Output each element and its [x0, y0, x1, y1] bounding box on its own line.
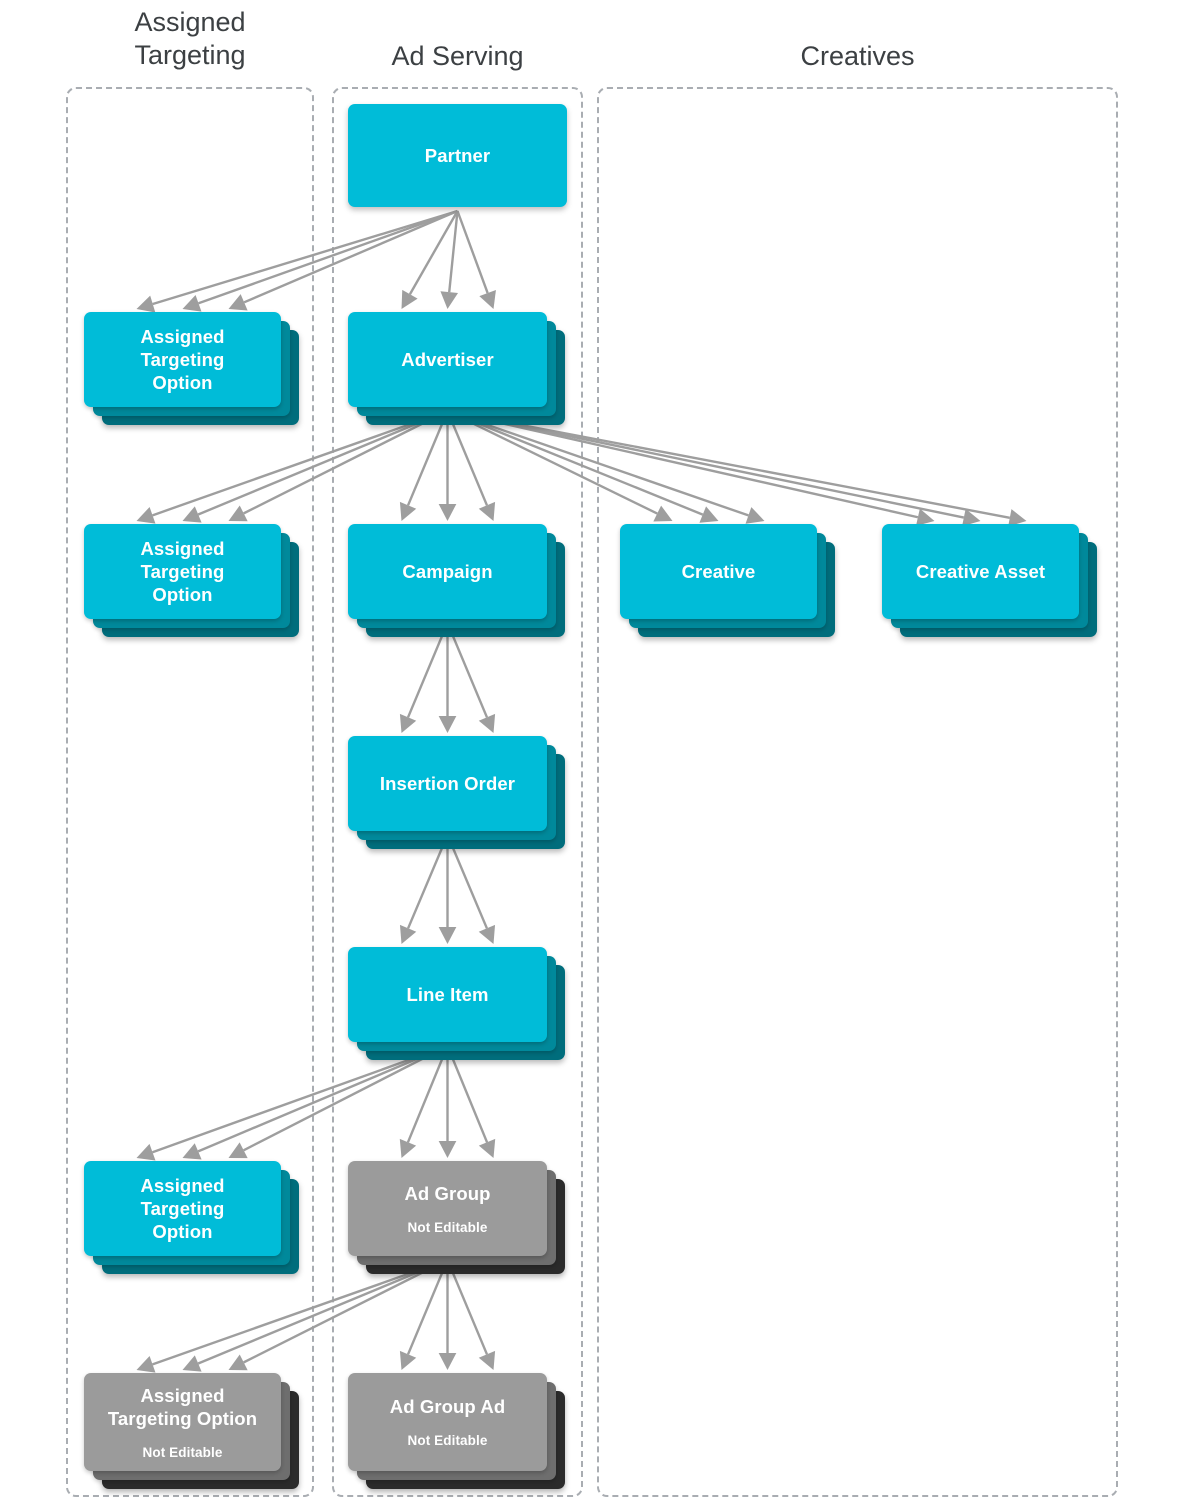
- column-header-creatives: Creatives: [800, 41, 915, 71]
- group-ad-serving: [332, 87, 583, 1497]
- node-creative-asset[interactable]: Creative Asset: [882, 524, 1097, 637]
- card-face-ad-group-ad[interactable]: Ad Group Ad Not Editable: [348, 1373, 547, 1471]
- column-header-assigned-targeting: Assigned Targeting: [134, 7, 246, 70]
- card-face-ato-line-item[interactable]: Assigned Targeting Option: [84, 1161, 281, 1256]
- node-insertion-order[interactable]: Insertion Order: [348, 736, 565, 849]
- node-badge-not-editable-ad-group: Not Editable: [407, 1219, 488, 1235]
- node-label-ad-group: Ad Group: [404, 1182, 491, 1204]
- node-label-insertion-order: Insertion Order: [379, 773, 516, 794]
- node-badge-not-editable-ad-group-ad: Not Editable: [407, 1433, 488, 1448]
- node-label-creative: Creative: [681, 561, 756, 582]
- card-face-partner[interactable]: Partner: [348, 104, 567, 207]
- card-face-line-item[interactable]: Line Item: [348, 947, 547, 1042]
- card-face-campaign[interactable]: Campaign: [348, 524, 547, 619]
- node-ato-partner[interactable]: Assigned Targeting Option: [84, 312, 299, 425]
- node-advertiser[interactable]: Advertiser: [348, 312, 565, 425]
- node-label-advertiser: Advertiser: [401, 349, 494, 370]
- node-label-line-item: Line Item: [406, 984, 489, 1005]
- node-label-campaign: Campaign: [402, 561, 493, 582]
- node-badge-not-editable-ato-ad-group: Not Editable: [142, 1444, 223, 1460]
- card-face-creative[interactable]: Creative: [620, 524, 817, 619]
- node-label-partner: Partner: [424, 145, 491, 166]
- card-face-insertion-order[interactable]: Insertion Order: [348, 736, 547, 831]
- node-label-creative-asset: Creative Asset: [915, 561, 1046, 582]
- node-label-ato-line-item: Assigned Targeting Option: [140, 1175, 225, 1242]
- card-face-advertiser[interactable]: Advertiser: [348, 312, 547, 407]
- node-ato-line-item[interactable]: Assigned Targeting Option: [84, 1161, 299, 1274]
- node-ato-advertiser[interactable]: Assigned Targeting Option: [84, 524, 299, 637]
- card-face-ato-partner[interactable]: Assigned Targeting Option: [84, 312, 281, 407]
- node-line-item[interactable]: Line Item: [348, 947, 565, 1060]
- node-label-ad-group-ad: Ad Group Ad: [389, 1396, 506, 1417]
- group-assigned-targeting: [66, 87, 314, 1497]
- node-creative[interactable]: Creative: [620, 524, 835, 637]
- group-creatives: [597, 87, 1118, 1497]
- node-label-ato-ad-group: Assigned Targeting Option: [107, 1384, 258, 1429]
- card-face-creative-asset[interactable]: Creative Asset: [882, 524, 1079, 619]
- node-partner[interactable]: Partner: [348, 104, 567, 207]
- node-label-ato-advertiser: Assigned Targeting Option: [140, 538, 225, 605]
- node-label-ato-partner: Assigned Targeting Option: [140, 326, 225, 393]
- node-campaign[interactable]: Campaign: [348, 524, 565, 637]
- card-face-ato-advertiser[interactable]: Assigned Targeting Option: [84, 524, 281, 619]
- column-header-ad-serving: Ad Serving: [391, 41, 524, 71]
- node-ad-group-ad[interactable]: Ad Group Ad Not Editable: [348, 1373, 565, 1489]
